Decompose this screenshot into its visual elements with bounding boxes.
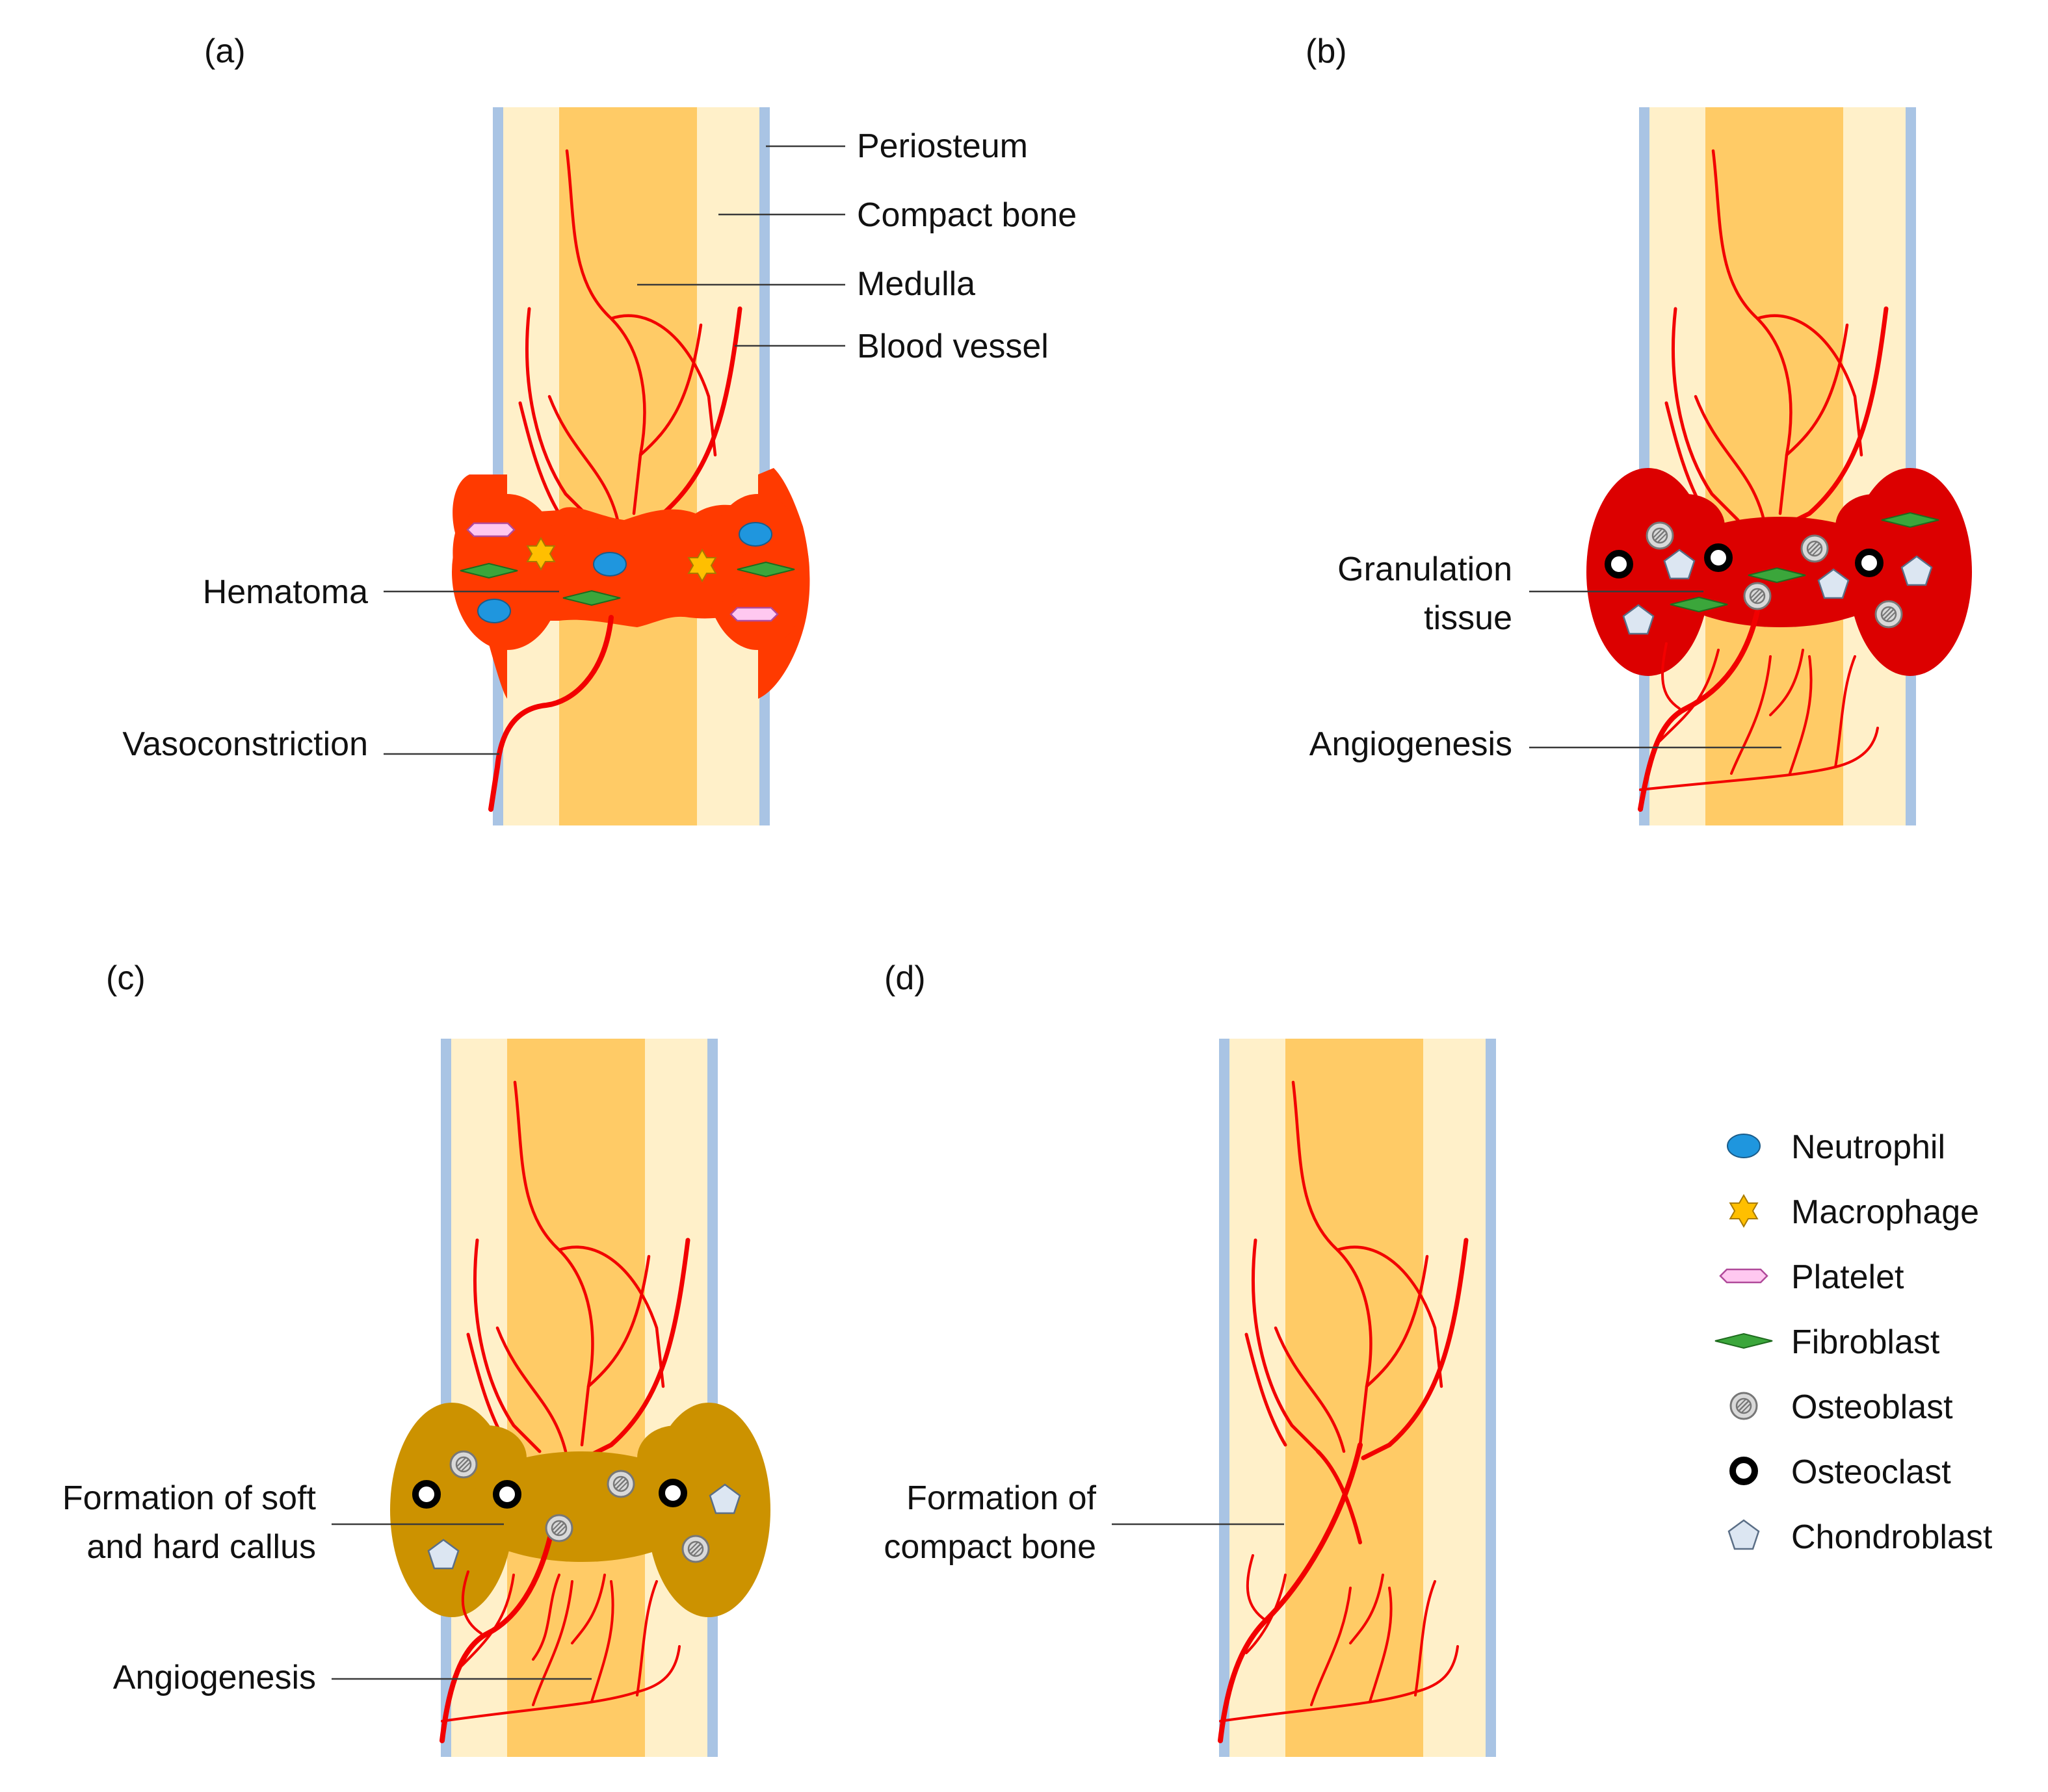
osteoblast-cell	[1800, 534, 1829, 563]
hematoma-label: Hematoma	[203, 573, 368, 611]
osteoclast-cell	[662, 1482, 684, 1504]
fibroblast-icon	[1714, 1333, 1773, 1349]
callus-label-1: Formation of soft	[62, 1479, 317, 1517]
bone-c	[441, 1039, 718, 1757]
angiogenesis-label-b: Angiogenesis	[1309, 725, 1512, 763]
osteoclast-cell	[1608, 553, 1630, 575]
bone-b	[1639, 107, 1916, 825]
legend: Neutrophil Macrophage Platelet Fibroblas…	[1714, 1128, 1993, 1556]
callus-label-2: and hard callus	[86, 1528, 316, 1566]
platelet-icon	[1719, 1268, 1768, 1284]
legend-item-platelet: Platelet	[1791, 1258, 1904, 1296]
blood-vessel-label: Blood vessel	[857, 328, 1049, 365]
osteoclast-icon	[1733, 1460, 1755, 1482]
osteoclast-cell	[415, 1483, 438, 1505]
osteoclast-cell	[1707, 547, 1729, 569]
neutrophil-icon	[1727, 1134, 1761, 1158]
neutrophil-cell	[477, 599, 511, 623]
panel-d-tag: (d)	[884, 959, 926, 997]
angiogenesis-vessels-c	[440, 1524, 681, 1743]
neutrophil-cell	[739, 522, 772, 547]
macrophage-icon	[1729, 1195, 1758, 1227]
compact-bone-label: Compact bone	[857, 196, 1077, 234]
osteoblast-cell	[1874, 600, 1903, 629]
legend-item-macrophage: Macrophage	[1791, 1193, 1979, 1231]
compact-bone-formation-label-2: compact bone	[884, 1528, 1096, 1566]
legend-item-osteoclast: Osteoclast	[1791, 1453, 1951, 1491]
osteoblast-cell	[1743, 582, 1772, 610]
panel-c-tag: (c)	[106, 959, 146, 997]
vasoconstriction-label: Vasoconstriction	[122, 725, 368, 763]
medulla-label: Medulla	[857, 265, 975, 303]
chondroblast-icon	[1727, 1519, 1760, 1550]
osteoclast-cell	[496, 1483, 518, 1505]
granulation-tissue-label-1: Granulation	[1337, 551, 1512, 588]
legend-item-neutrophil: Neutrophil	[1791, 1128, 1945, 1166]
osteoblast-icon	[1729, 1392, 1758, 1420]
platelet-cell	[466, 522, 516, 538]
neutrophil-cell	[593, 552, 627, 577]
compact-bone-formation-label-1: Formation of	[906, 1479, 1096, 1517]
panel-b: (b)	[1306, 32, 1972, 825]
osteoclast-cell	[1858, 552, 1880, 574]
periosteum-label: Periosteum	[857, 127, 1028, 165]
legend-item-fibroblast: Fibroblast	[1791, 1323, 1940, 1361]
remodeled-vessels-d	[1218, 1442, 1459, 1743]
osteoblast-cell	[607, 1470, 635, 1498]
platelet-cell	[729, 606, 779, 622]
panel-d: (d) Formation of compact bone	[884, 959, 1496, 1757]
panel-a: (a) Periosteum Compact bone Medulla	[122, 32, 1077, 825]
callus-blob	[390, 1403, 770, 1617]
legend-item-osteoblast: Osteoblast	[1791, 1388, 1953, 1426]
angiogenesis-vessels-b	[1638, 608, 1879, 812]
vasoconstriction-vessel	[488, 615, 614, 812]
osteoblast-cell	[545, 1514, 573, 1542]
bone-d	[1219, 1039, 1496, 1757]
panel-c: (c)	[62, 959, 770, 1757]
panel-b-tag: (b)	[1306, 32, 1347, 70]
granulation-tissue-label-2: tissue	[1424, 599, 1512, 637]
panel-a-tag: (a)	[204, 32, 246, 70]
osteoblast-cell	[449, 1450, 478, 1479]
angiogenesis-label-c: Angiogenesis	[113, 1659, 316, 1696]
legend-item-chondroblast: Chondroblast	[1791, 1518, 1993, 1556]
osteoblast-cell	[681, 1535, 710, 1563]
osteoblast-cell	[1646, 521, 1674, 550]
